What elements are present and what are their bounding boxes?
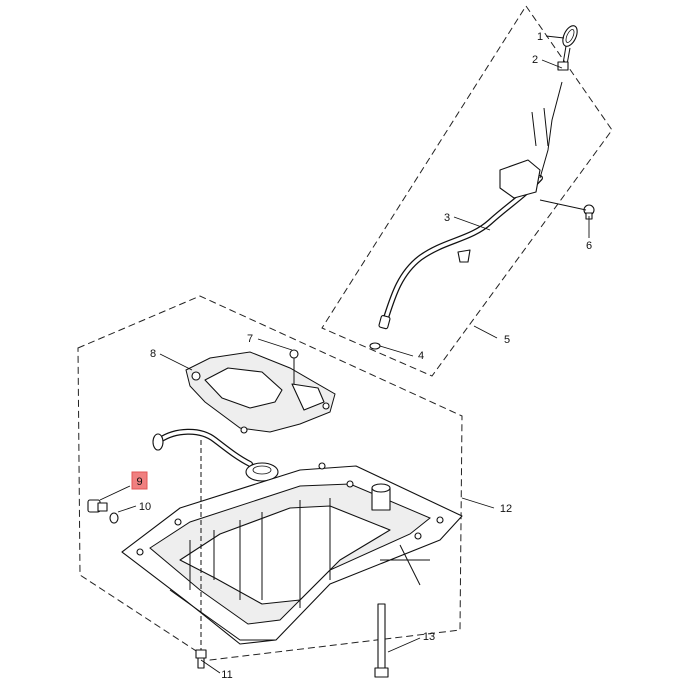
svg-text:7: 7 — [247, 333, 253, 345]
pan-bolt-short[interactable] — [195, 440, 207, 669]
oil-pan-group-outline — [77, 295, 463, 661]
leader-lines — [99, 35, 590, 674]
callout-1: 1 — [537, 31, 543, 43]
callout-10: 10 — [139, 501, 151, 513]
callout-12: 12 — [500, 503, 512, 515]
svg-text:1: 1 — [537, 31, 543, 43]
callout-13: 13 — [423, 631, 435, 643]
svg-text:13: 13 — [423, 631, 435, 643]
svg-text:4: 4 — [418, 350, 424, 362]
svg-text:2: 2 — [532, 54, 538, 66]
callout-9-highlight — [131, 471, 148, 490]
svg-text:9: 9 — [136, 476, 142, 488]
callout-3: 3 — [444, 212, 450, 224]
drain-plug[interactable] — [87, 499, 108, 513]
drain-plug-washer[interactable] — [109, 512, 119, 524]
dipstick-handle[interactable] — [557, 23, 580, 71]
dipstick-group-outline — [321, 5, 613, 377]
svg-text:10: 10 — [139, 501, 151, 513]
oil-pickup-tube[interactable] — [152, 428, 279, 482]
callout-8: 8 — [150, 348, 156, 360]
heat-shield[interactable] — [185, 351, 336, 434]
callout-6: 6 — [586, 240, 592, 252]
callout-2: 2 — [532, 54, 538, 66]
callout-11: 11 — [221, 669, 232, 681]
o-ring-seal[interactable] — [369, 342, 381, 350]
svg-text:11: 11 — [221, 669, 232, 681]
dipstick-tube[interactable] — [378, 81, 563, 330]
svg-text:5: 5 — [504, 334, 510, 346]
svg-text:3: 3 — [444, 212, 450, 224]
callout-5: 5 — [504, 334, 510, 346]
callout-4: 4 — [418, 350, 424, 362]
callout-9[interactable]: 9 — [131, 471, 148, 490]
oil-pan[interactable] — [121, 462, 463, 645]
callout-7: 7 — [247, 333, 253, 345]
svg-text:12: 12 — [500, 503, 512, 515]
pan-bolt-long[interactable] — [374, 603, 389, 678]
svg-text:6: 6 — [586, 240, 592, 252]
shield-bolt[interactable] — [289, 349, 299, 384]
svg-text:8: 8 — [150, 348, 156, 360]
